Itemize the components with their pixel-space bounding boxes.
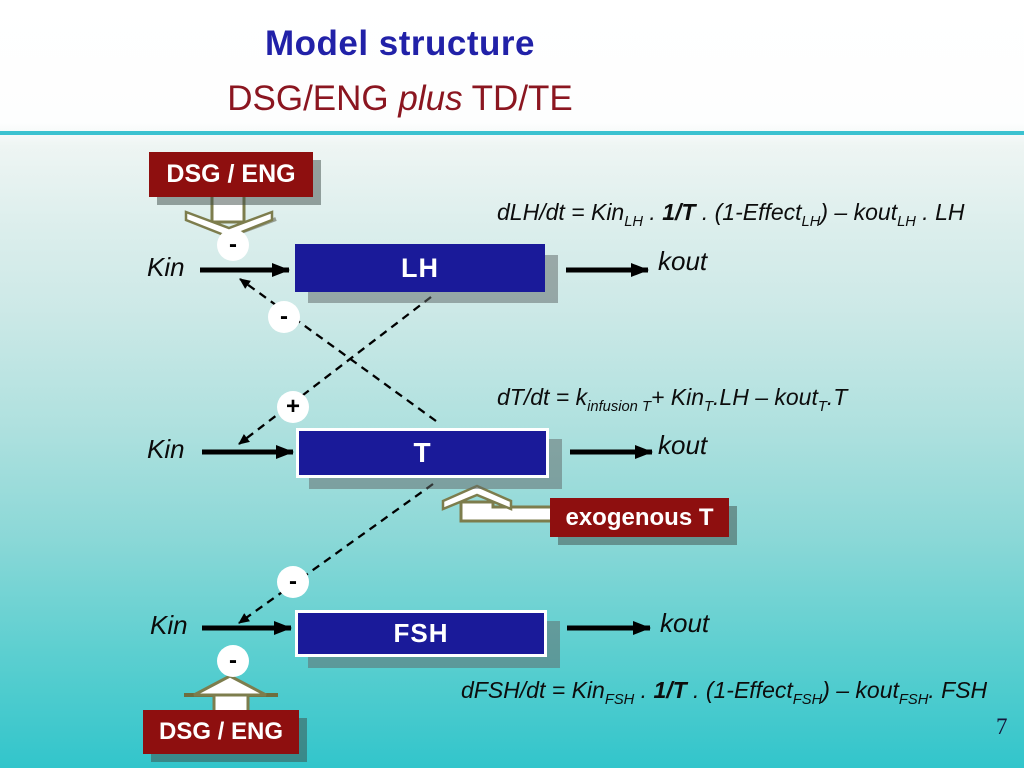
eq-text: .T — [826, 384, 848, 410]
lh-stimulates-t-dashed-arrow — [238, 296, 432, 445]
eq-text: ) – kout — [822, 677, 899, 703]
dsg-eng-bottom-box: DSG / ENG — [143, 710, 299, 754]
eq-bold-term: 1/T — [653, 677, 687, 703]
equation-lh: dLH/dt = KinLH . 1/T . (1-EffectLH) – ko… — [497, 199, 965, 230]
block-arrow-up-icon — [184, 674, 278, 714]
dsg-eng-top-box: DSG / ENG — [149, 152, 313, 197]
exogenous-t-box: exogenous T — [550, 498, 729, 537]
equation-fsh: dFSH/dt = KinFSH . 1/T . (1-EffectFSH) –… — [461, 677, 987, 708]
slide-subtitle: DSG/ENG plus TD/TE — [0, 79, 800, 119]
subtitle-part-c: TD/TE — [462, 79, 573, 118]
eq-subscript: infusion T — [587, 399, 651, 415]
block-arrow-exogenous-icon — [441, 484, 555, 523]
kout-lh-label: kout — [658, 246, 708, 276]
t-compartment-box: T — [296, 428, 549, 478]
eq-subscript: T — [704, 399, 714, 415]
header-divider-rule — [0, 131, 1024, 135]
kin-fsh-label: Kin — [150, 610, 188, 640]
page-number: 7 — [996, 714, 1008, 739]
eq-text: dFSH/dt = Kin — [461, 677, 605, 703]
eq-text: . FSH — [928, 677, 988, 703]
subtitle-part-plus: plus — [398, 79, 463, 118]
t-inhibits-lh-dashed-arrow — [239, 278, 437, 422]
eq-text: . — [634, 677, 654, 703]
eq-subscript: FSH — [604, 692, 635, 708]
t-inhibits-fsh-dashed-arrow — [238, 483, 434, 624]
slide-title: Model structure — [264, 24, 536, 63]
kout-fsh-label: kout — [660, 608, 710, 638]
eq-text: . — [643, 199, 663, 225]
kin-lh-label: Kin — [147, 252, 185, 282]
eq-text: . LH — [915, 199, 965, 225]
eq-subscript: T — [817, 399, 827, 415]
eq-bold-term: 1/T — [662, 199, 696, 225]
eq-subscript: LH — [897, 214, 916, 230]
eq-text: .LH – kout — [713, 384, 818, 410]
eq-subscript: FSH — [898, 692, 929, 708]
minus-sign-badge: - — [217, 645, 249, 677]
subtitle-part-a: DSG/ENG — [227, 79, 399, 118]
eq-subscript: LH — [801, 214, 821, 230]
kout-t-label: kout — [658, 430, 708, 460]
kin-t-label: Kin — [147, 434, 185, 464]
minus-sign-badge: - — [277, 566, 309, 598]
minus-sign-badge: - — [268, 301, 300, 333]
eq-text: . (1-Effect — [686, 677, 793, 703]
equation-t: dT/dt = kinfusion T+ KinT.LH – koutT.T — [497, 384, 847, 415]
eq-text: . (1-Effect — [695, 199, 802, 225]
minus-sign-badge: - — [217, 229, 249, 261]
eq-text: + Kin — [650, 384, 705, 410]
eq-subscript: FSH — [792, 692, 823, 708]
eq-text: dLH/dt = Kin — [497, 199, 625, 225]
eq-text: dT/dt = k — [497, 384, 588, 410]
plus-sign-badge: + — [277, 391, 309, 423]
eq-text: ) – kout — [820, 199, 898, 225]
lh-compartment-box: LH — [295, 244, 545, 292]
eq-subscript: LH — [624, 214, 644, 230]
fsh-compartment-box: FSH — [295, 610, 547, 657]
